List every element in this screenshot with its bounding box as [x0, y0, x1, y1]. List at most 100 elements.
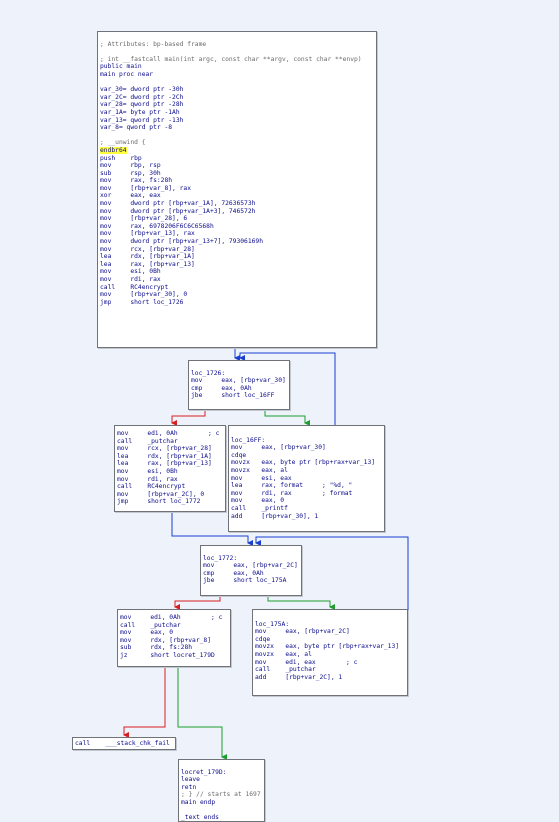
asm-line[interactable]: [100, 48, 374, 56]
asm-line[interactable]: jbe short loc_16FF: [191, 392, 275, 400]
asm-line[interactable]: var_30= dword ptr -30h: [100, 86, 184, 94]
asm-line[interactable]: mov rcx, [rbp+var_28]: [117, 445, 212, 453]
asm-line[interactable]: lea rdx, [rbp+var_1A]: [100, 253, 195, 261]
asm-line[interactable]: mov edi, eax ; c: [255, 658, 358, 666]
asm-line[interactable]: mov eax, 0: [231, 497, 285, 505]
asm-line[interactable]: mov [rbp+var_28], 6: [100, 215, 188, 223]
asm-line[interactable]: loc_1772:: [203, 554, 238, 562]
asm-line[interactable]: mov [rbp+var_30], 0: [100, 291, 188, 299]
asm-line[interactable]: var_28= qword ptr -28h: [100, 101, 184, 109]
asm-line[interactable]: [100, 132, 374, 140]
asm-line[interactable]: mov esi, 0Bh: [100, 268, 161, 276]
asm-line[interactable]: [191, 362, 287, 370]
asm-line[interactable]: var_1A= byte ptr -1Ah: [100, 108, 180, 116]
asm-line[interactable]: _text ends: [181, 814, 219, 822]
asm-line[interactable]: push rbp: [100, 154, 142, 162]
asm-line[interactable]: locret_179D:: [181, 768, 227, 776]
asm-line[interactable]: mov rax, fs:28h: [100, 177, 173, 185]
asm-line[interactable]: var_8= qword ptr -8: [100, 124, 173, 132]
asm-line[interactable]: lea rax, [rbp+var_13]: [117, 460, 212, 468]
asm-line[interactable]: call _putchar: [255, 666, 316, 674]
asm-line[interactable]: [255, 613, 405, 621]
asm-line[interactable]: mov [rbp+var_13], rax: [100, 230, 195, 238]
asm-line[interactable]: call _printf: [231, 504, 288, 512]
asm-line[interactable]: mov dword ptr [rbp+var_13+7], 79306169h: [100, 238, 264, 246]
asm-line[interactable]: [203, 547, 299, 555]
asm-line[interactable]: retn: [181, 783, 197, 791]
asm-line[interactable]: ; int __fastcall main(int argc, const ch…: [100, 55, 362, 63]
asm-line[interactable]: [231, 429, 382, 437]
asm-line[interactable]: cmp eax, 0Ah: [191, 384, 252, 392]
asm-line[interactable]: main proc near: [100, 70, 154, 78]
asm-line[interactable]: [100, 79, 374, 87]
asm-line[interactable]: mov eax, [rbp+var_2C]: [255, 628, 350, 636]
asm-line[interactable]: jz short locret_179D: [120, 651, 215, 659]
asm-line[interactable]: [181, 761, 262, 769]
asm-line[interactable]: cmp eax, 0Ah: [203, 569, 264, 577]
asm-line[interactable]: sub rsp, 30h: [100, 169, 161, 177]
asm-line[interactable]: jmp short loc_1726: [100, 298, 184, 306]
asm-line[interactable]: loc_16FF:: [231, 436, 266, 444]
asm-line[interactable]: mov eax, [rbp+var_30]: [231, 444, 326, 452]
asm-line[interactable]: lea rdx, [rbp+var_1A]: [117, 452, 212, 460]
asm-line[interactable]: mov dword ptr [rbp+var_1A+3], 746572h: [100, 207, 256, 215]
asm-line[interactable]: add [rbp+var_2C], 1: [255, 673, 343, 681]
asm-line[interactable]: call RC4encrypt: [117, 483, 186, 491]
asm-line[interactable]: sub rdx, fs:28h: [120, 644, 193, 652]
asm-line[interactable]: var_13= qword ptr -13h: [100, 116, 184, 124]
asm-line[interactable]: ; } // starts at 1697: [181, 791, 261, 799]
asm-line[interactable]: mov rdx, [rbp+var_8]: [120, 636, 211, 644]
asm-line[interactable]: loc_1726:: [191, 369, 226, 377]
asm-line[interactable]: movzx eax, al: [231, 466, 288, 474]
asm-line[interactable]: mov rdi, rax: [100, 276, 161, 283]
asm-line[interactable]: movzx eax, byte ptr [rbp+rax+var_13]: [255, 643, 400, 651]
asm-line[interactable]: jbe short loc_175A: [203, 577, 287, 585]
asm-line[interactable]: ; __unwind {: [100, 139, 146, 147]
asm-line[interactable]: xor eax, eax: [100, 192, 161, 200]
block-loc-1772[interactable]: loc_1772:mov eax, [rbp+var_2C]cmp eax, 0…: [200, 545, 302, 596]
asm-line[interactable]: [100, 33, 374, 41]
asm-line[interactable]: movzx eax, byte ptr [rbp+rax+var_13]: [231, 459, 376, 467]
asm-line[interactable]: mov esi, 0Bh: [117, 467, 178, 475]
asm-line[interactable]: public main: [100, 63, 142, 71]
asm-line[interactable]: leave: [181, 776, 200, 784]
asm-line[interactable]: loc_175A:: [255, 620, 290, 628]
asm-line[interactable]: mov edi, 0Ah ; c: [120, 614, 223, 621]
asm-line[interactable]: cdqe: [255, 635, 271, 643]
asm-line[interactable]: mov rcx, [rbp+var_28]: [100, 245, 195, 253]
asm-line[interactable]: mov rdi, rax ; format: [231, 489, 353, 497]
asm-line[interactable]: mov eax, [rbp+var_2C]: [203, 562, 298, 570]
asm-line[interactable]: mov rdi, rax: [117, 475, 178, 483]
asm-line[interactable]: mov rbp, rsp: [100, 162, 161, 170]
asm-line[interactable]: call ___stack_chk_fail: [75, 740, 170, 747]
asm-line[interactable]: call RC4encrypt: [100, 283, 169, 291]
asm-line[interactable]: add [rbp+var_30], 1: [231, 512, 319, 520]
asm-line[interactable]: endbr64: [100, 146, 127, 154]
asm-line[interactable]: call _putchar: [120, 621, 181, 629]
asm-line[interactable]: lea rax, format ; "%d, ": [231, 482, 353, 490]
asm-line[interactable]: mov rax, 6978206F6C6C6568h: [100, 222, 214, 230]
asm-line[interactable]: movzx eax, al: [255, 650, 312, 658]
block-loc-1726[interactable]: loc_1726:mov eax, [rbp+var_30]cmp eax, 0…: [188, 360, 290, 410]
asm-line[interactable]: cdqe: [231, 451, 247, 459]
asm-line[interactable]: mov dword ptr [rbp+var_1A], 72636573h: [100, 200, 256, 208]
asm-line[interactable]: lea rax, [rbp+var_13]: [100, 260, 195, 268]
asm-line[interactable]: jmp short loc_1772: [117, 498, 201, 506]
block-stack-chk-fail[interactable]: call ___stack_chk_fail: [72, 737, 176, 750]
block-main[interactable]: ; Attributes: bp-based frame ; int __fast…: [97, 31, 377, 348]
asm-line[interactable]: mov eax, 0: [120, 629, 174, 637]
asm-line[interactable]: mov eax, [rbp+var_30]: [191, 377, 286, 385]
asm-line[interactable]: main endp: [181, 798, 216, 806]
asm-line[interactable]: mov edi, 0Ah ; c: [117, 430, 220, 437]
asm-line[interactable]: ; Attributes: bp-based frame: [100, 40, 207, 48]
asm-line[interactable]: mov [rbp+var_8], rax: [100, 184, 191, 192]
asm-line[interactable]: call _putchar: [117, 437, 178, 445]
asm-line[interactable]: mov esi, eax: [231, 474, 292, 482]
asm-line[interactable]: mov [rbp+var_2C], 0: [117, 490, 205, 498]
